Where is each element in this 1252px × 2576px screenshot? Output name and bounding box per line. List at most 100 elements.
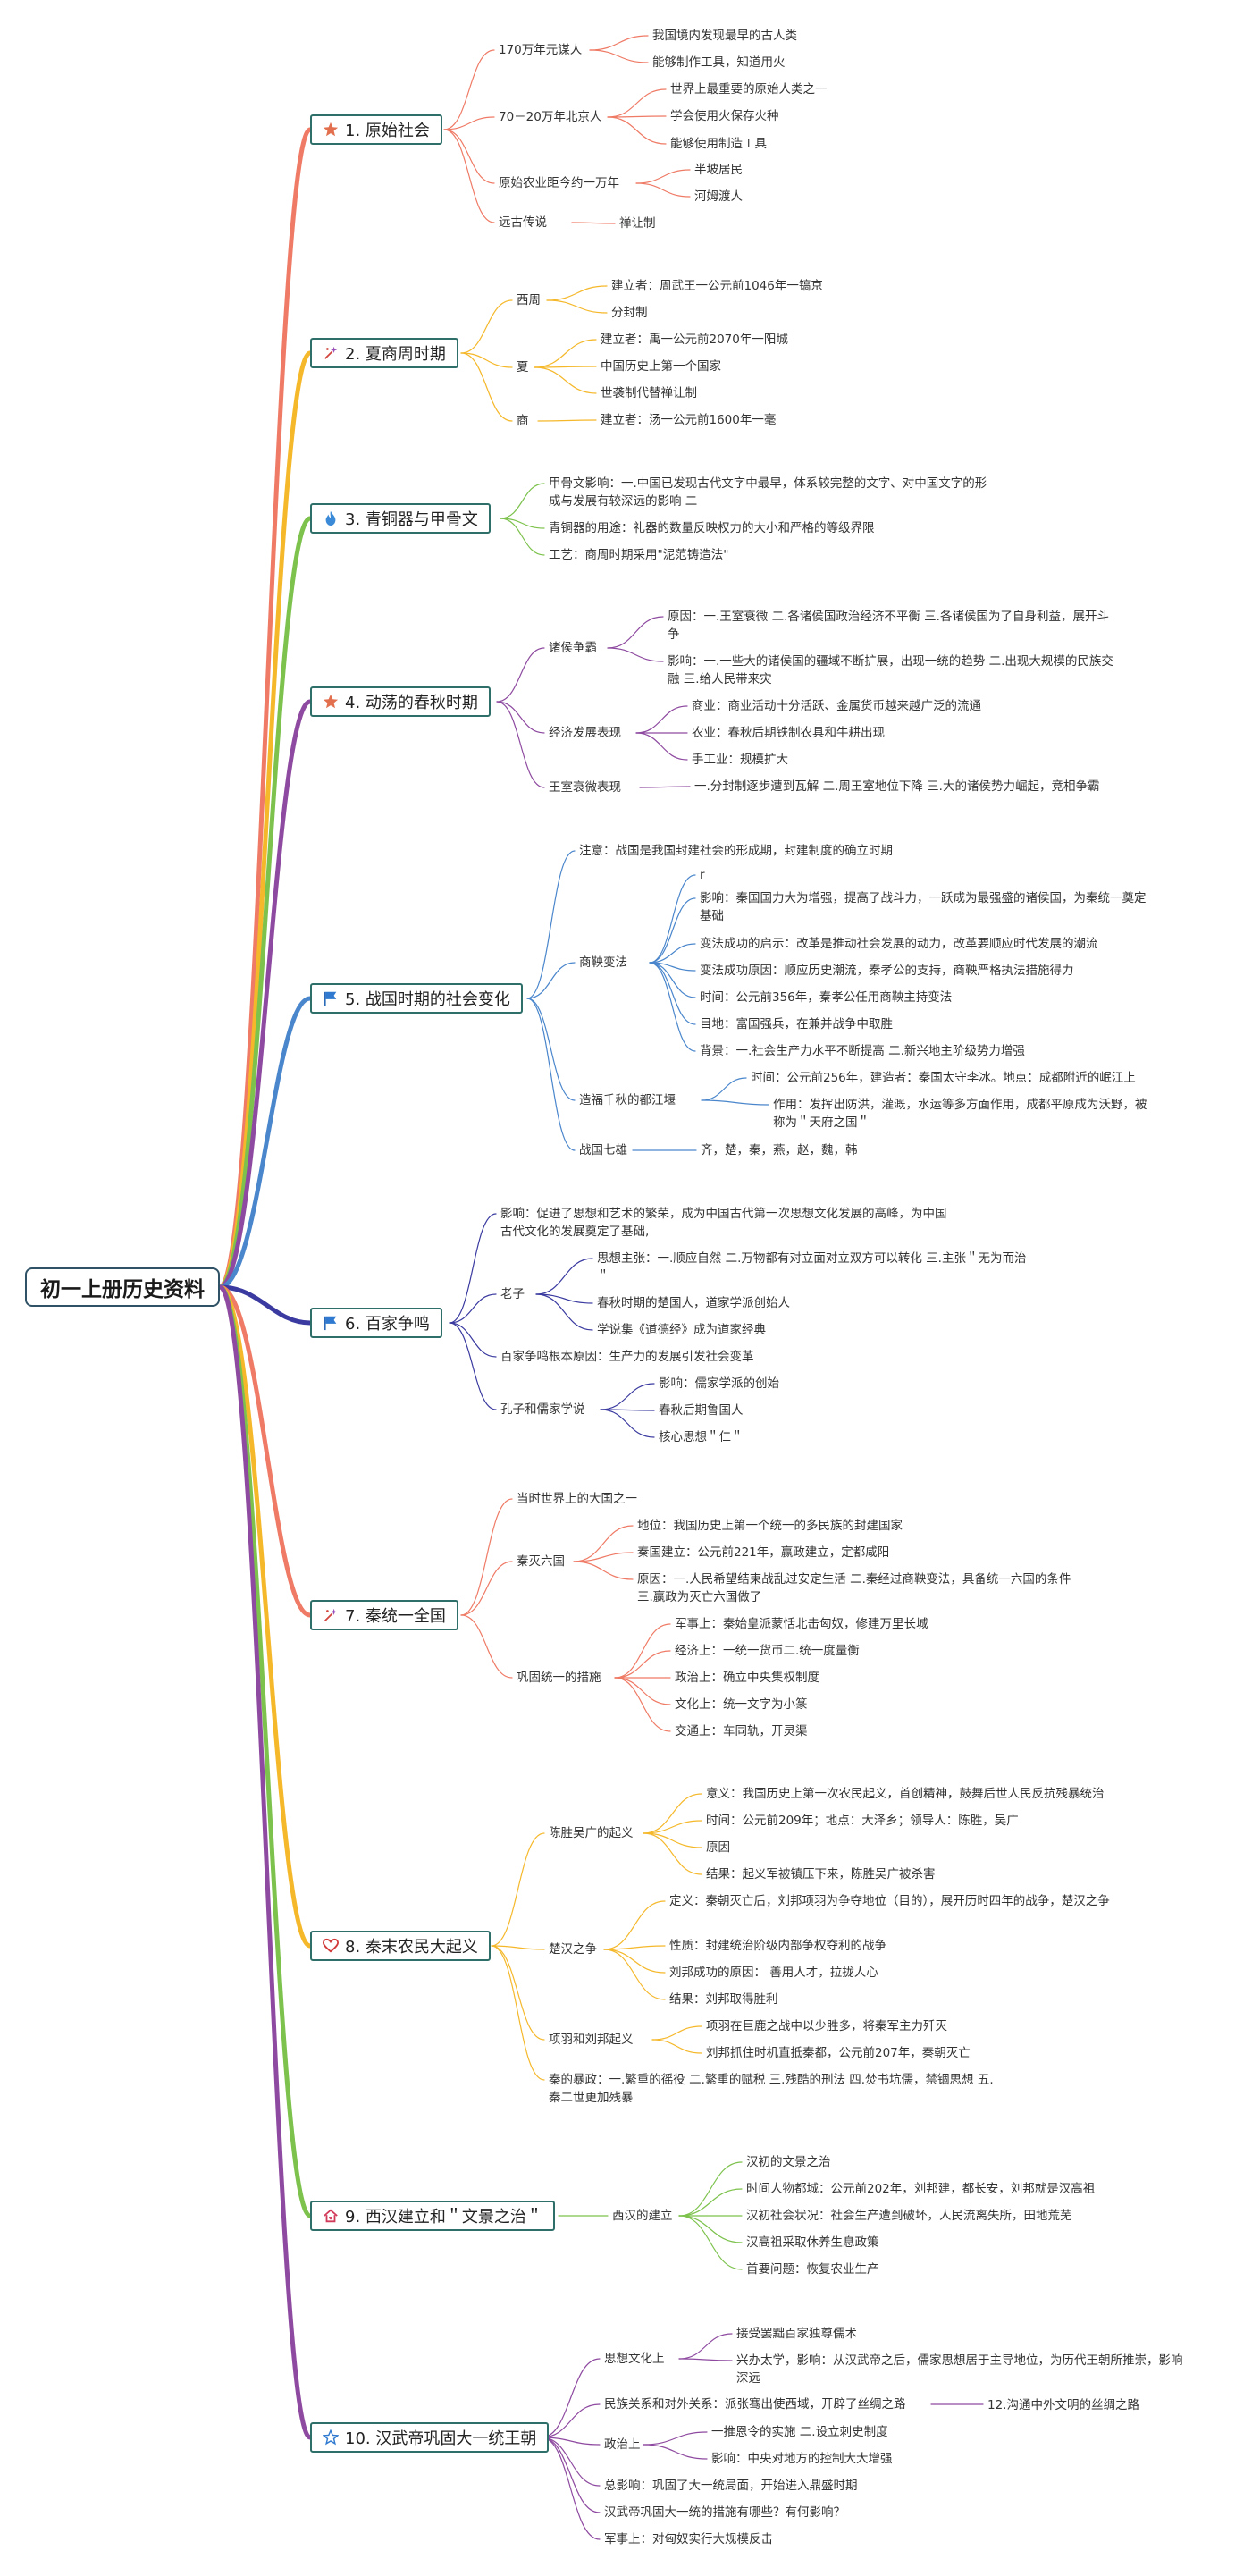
leaf-note[interactable]: 时间：公元前356年，秦孝公任用商鞅主持变法 [700,990,953,1005]
leaf-note[interactable]: 文化上：统一文字为小篆 [675,1697,808,1712]
leaf-note[interactable]: 一.分封制逐步遭到瓦解 二.周王室地位下降 三.大的诸侯势力崛起，竞相争霸 [694,779,1100,794]
leaf-note[interactable]: 半坡居民 [694,163,743,177]
sub-topic[interactable]: 孔子和儒家学说 [500,1402,585,1417]
branch-2[interactable]: 2. 夏商周时期 [310,338,458,368]
leaf-note[interactable]: 汉高祖采取休养生息政策 [746,2235,879,2250]
branch-3[interactable]: 3. 青铜器与甲骨文 [310,503,491,534]
sub-topic[interactable]: 王室衰微表现 [549,780,621,795]
leaf-note[interactable]: 影响：一.一些大的诸侯国的疆域不断扩展，出现一统的趋势 二.出现大规模的民族交融… [668,654,1113,686]
leaf-note[interactable]: 作用：发挥出防洪，灌溉，水运等多方面作用，成都平原成为沃野，被称为＂天府之国＂ [773,1098,1147,1130]
sub-topic[interactable]: 西汉的建立 [612,2209,673,2223]
leaf-note[interactable]: 原因 [706,1840,730,1855]
sub-topic[interactable]: 170万年元谋人 [499,43,583,57]
sub-topic[interactable]: 商 [517,414,529,428]
leaf-note[interactable]: 影响：促进了思想和艺术的繁荣，成为中国古代第一次思想文化发展的高峰，为中国古代文… [500,1207,947,1239]
leaf-note[interactable]: 地位：我国历史上第一个统一的多民族的封建国家 [637,1519,903,1533]
leaf-note[interactable]: 背景：一.社会生产力水平不断提高 二.新兴地主阶级势力增强 [700,1044,1025,1058]
sub-topic[interactable]: 远古传说 [499,215,547,230]
leaf-note[interactable]: 学说集《道德经》成为道家经典 [597,1323,766,1337]
leaf-note[interactable]: 变法成功的启示：改革是推动社会发展的动力，改革要顺应时代发展的潮流 [700,937,1098,951]
leaf-note[interactable]: 工艺：商周时期采用"泥范铸造法" [549,548,729,562]
leaf-note[interactable]: 交通上：车同轨，开灵渠 [675,1724,808,1738]
leaf-note[interactable]: 原因：一.人民希望结束战乱过安定生活 二.秦经过商鞅变法，具备统一六国的条件 三… [637,1572,1071,1604]
leaf-note[interactable]: 核心思想＂仁＂ [659,1430,744,1444]
leaf-note[interactable]: 注意：战国是我国封建社会的形成期，封建制度的确立时期 [579,844,893,858]
leaf-note[interactable]: 结果：刘邦取得胜利 [669,1992,778,2007]
sub-topic[interactable]: 老子 [500,1287,525,1301]
leaf-note[interactable]: 学会使用火保存火种 [670,109,779,123]
leaf-note[interactable]: 建立者：汤一公元前1600年一毫 [601,413,777,427]
leaf-note[interactable]: 总影响：巩固了大一统局面，开始进入鼎盛时期 [604,2479,858,2493]
branch-6[interactable]: 6. 百家争鸣 [310,1308,442,1338]
branch-10[interactable]: 10. 汉武帝巩固大一统王朝 [310,2422,550,2453]
leaf-note[interactable]: 首要问题：恢复农业生产 [746,2262,879,2277]
leaf-note[interactable]: 时间人物都城：公元前202年，刘邦建，都长安，刘邦就是汉高祖 [746,2182,1096,2196]
leaf-note[interactable]: 手工业：规模扩大 [692,753,788,767]
leaf-note[interactable]: 项羽在巨鹿之战中以少胜多，将秦军主力歼灭 [706,2019,947,2033]
leaf-note[interactable]: 时间：公元前209年；地点：大泽乡；领导人：陈胜，吴广 [706,1814,1019,1828]
leaf-note[interactable]: 当时世界上的大国之一 [517,1492,637,1506]
leaf-note[interactable]: 汉初的文景之治 [746,2155,831,2169]
leaf-note[interactable]: 春秋后期鲁国人 [659,1403,744,1418]
leaf-note[interactable]: 经济上：一统一货币二.统一度量衡 [675,1644,860,1658]
branch-7[interactable]: 7. 秦统一全国 [310,1600,458,1630]
sub-topic[interactable]: 夏 [517,360,529,375]
leaf-note[interactable]: 商业：商业活动十分活跃、金属货币越来越广泛的流通 [692,699,981,713]
leaf-note[interactable]: 定义：秦朝灭亡后，刘邦项羽为争夺地位（目的），展开历时四年的战争，楚汉之争 [669,1894,1110,1908]
leaf-note[interactable]: 中国历史上第一个国家 [601,359,721,374]
leaf-note[interactable]: 春秋时期的楚国人，道家学派创始人 [597,1296,790,1310]
leaf-note[interactable]: 意义：我国历史上第一次农民起义，首创精神，鼓舞后世人民反抗残暴统治 [706,1787,1105,1801]
leaf-note[interactable]: 军事上：对匈奴实行大规模反击 [604,2532,773,2547]
leaf-note[interactable]: 分封制 [611,306,648,320]
leaf-note[interactable]: 汉初社会状况：社会生产遭到破坏，人民流离失所，田地荒芜 [746,2209,1072,2223]
sub-topic[interactable]: 民族关系和对外关系：派张骞出使西域，开辟了丝绸之路 [604,2397,906,2412]
leaf-note[interactable]: 影响：秦国国力大为增强，提高了战斗力，一跃成为最强盛的诸侯国，为秦统一奠定基础 [700,891,1147,923]
leaf-note[interactable]: 河姆渡人 [694,189,743,204]
branch-1[interactable]: 1. 原始社会 [310,114,442,145]
leaf-note[interactable]: 能够使用制造工具 [670,137,767,151]
root-topic[interactable]: 初一上册历史资料 [25,1267,220,1307]
sub-topic[interactable]: 政治上 [604,2437,641,2452]
sub-topic[interactable]: 造福千秋的都江堰 [579,1093,676,1107]
leaf-note[interactable]: 齐，楚，秦，燕，赵，魏，韩 [701,1143,858,1158]
sub-topic[interactable]: 诸侯争霸 [549,641,597,655]
sub-topic[interactable]: 商鞅变法 [579,955,627,970]
sub-topic[interactable]: 思想文化上 [604,2352,665,2366]
leaf-note[interactable]: 性质：封建统治阶级内部争权夺利的战争 [669,1939,886,1953]
leaf-note[interactable]: 能够制作工具，知道用火 [652,55,786,70]
leaf-note[interactable]: 刘邦成功的原因： 善用人才，拉拢人心 [669,1966,878,1980]
branch-9[interactable]: 9. 西汉建立和＂文景之治＂ [310,2201,555,2231]
sub-topic[interactable]: 战国七雄 [579,1143,627,1158]
sub-topic[interactable]: 经济发展表现 [549,726,621,740]
sub-topic[interactable]: 70－20万年北京人 [499,110,602,124]
leaf-note[interactable]: 12.沟通中外文明的丝绸之路 [987,2398,1139,2412]
leaf-note[interactable]: 政治上：确立中央集权制度 [675,1671,819,1685]
sub-topic[interactable]: 巩固统一的措施 [517,1671,601,1685]
sub-topic[interactable]: 项羽和刘邦起义 [549,2033,634,2047]
leaf-note[interactable]: 秦国建立：公元前221年，赢政建立，定都咸阳 [637,1545,890,1560]
branch-4[interactable]: 4. 动荡的春秋时期 [310,686,491,717]
leaf-note[interactable]: 世袭制代替禅让制 [601,386,697,400]
sub-topic[interactable]: 原始农业距今约一万年 [499,176,619,190]
branch-8[interactable]: 8. 秦末农民大起义 [310,1931,491,1961]
leaf-note[interactable]: 思想主张：一.顺应自然 二.万物都有对立面对立双方可以转化 三.主张＂无为而治＂ [597,1251,1027,1284]
sub-topic[interactable]: 西周 [517,293,541,307]
leaf-note[interactable]: 影响：儒家学派的创始 [659,1376,779,1391]
leaf-note[interactable]: 汉武帝巩固大一统的措施有哪些？有何影响？ [604,2505,845,2520]
leaf-note[interactable]: 甲骨文影响：一.中国已发现古代文字中最早，体系较完整的文字、对中国文字的形成与发… [549,476,987,509]
leaf-note[interactable]: r [700,868,705,882]
leaf-note[interactable]: 一推恩令的实施 二.设立刺史制度 [711,2425,888,2439]
leaf-note[interactable]: 时间：公元前256年，建造者：秦国太守李冰。地点：成都附近的岷江上 [751,1071,1136,1085]
leaf-note[interactable]: 青铜器的用途：礼器的数量反映权力的大小和严格的等级界限 [549,521,875,535]
leaf-note[interactable]: 百家争鸣根本原因：生产力的发展引发社会变革 [500,1350,754,1364]
leaf-note[interactable]: 原因：一.王室衰微 二.各诸侯国政治经济不平衡 三.各诸侯国为了自身利益，展开斗… [668,610,1109,642]
leaf-note[interactable]: 影响：中央对地方的控制大大增强 [711,2452,893,2466]
leaf-note[interactable]: 刘邦抓住时机直抵秦都，公元前207年，秦朝灭亡 [706,2046,971,2060]
leaf-note[interactable]: 军事上：秦始皇派蒙恬北击匈奴，修建万里长城 [675,1617,928,1631]
sub-topic[interactable]: 楚汉之争 [549,1942,597,1957]
leaf-note[interactable]: 接受罢黜百家独尊儒术 [736,2327,857,2341]
leaf-note[interactable]: 兴办太学，影响：从汉武帝之后，儒家思想居于主导地位，为历代王朝所推崇，影响深远 [736,2353,1183,2386]
leaf-note[interactable]: 建立者：禹一公元前2070年一阳城 [601,333,788,347]
sub-topic[interactable]: 陈胜吴广的起义 [549,1826,634,1840]
leaf-note[interactable]: 我国境内发现最早的古人类 [652,29,797,43]
